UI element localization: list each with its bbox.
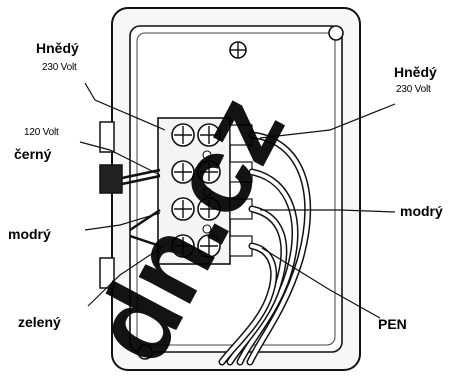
label-left-top-voltage: 230 Volt	[42, 62, 77, 73]
terminal-screw	[197, 123, 221, 147]
screw-top-right	[328, 25, 344, 41]
screw-bottom-left	[137, 344, 153, 360]
leader-lines	[79, 82, 396, 319]
terminal-screw	[171, 234, 195, 258]
terminal-screw	[197, 234, 221, 258]
mounting-tab-upper	[99, 121, 115, 153]
center-screw-icon	[229, 41, 247, 59]
label-left-mid-color: černý	[14, 146, 52, 162]
label-right-top-voltage: 230 Volt	[396, 84, 431, 95]
terminal-screw	[171, 197, 195, 221]
terminal-screw	[197, 160, 221, 184]
label-right-top-color: Hnědý	[394, 64, 437, 80]
terminal-screw	[171, 160, 195, 184]
label-right-bottom: PEN	[378, 316, 407, 332]
label-left-lower-color: modrý	[8, 226, 51, 242]
label-left-top-color: Hnědý	[36, 40, 79, 56]
cable-bundle	[218, 131, 312, 366]
label-right-mid-color: modrý	[400, 203, 443, 219]
label-left-mid-voltage: 120 Volt	[24, 127, 59, 138]
terminal-screws	[171, 123, 221, 258]
side-strain-relief	[99, 164, 123, 194]
terminal-screw	[171, 123, 195, 147]
label-left-bottom-color: zelený	[18, 314, 61, 330]
terminal-screw	[197, 197, 221, 221]
